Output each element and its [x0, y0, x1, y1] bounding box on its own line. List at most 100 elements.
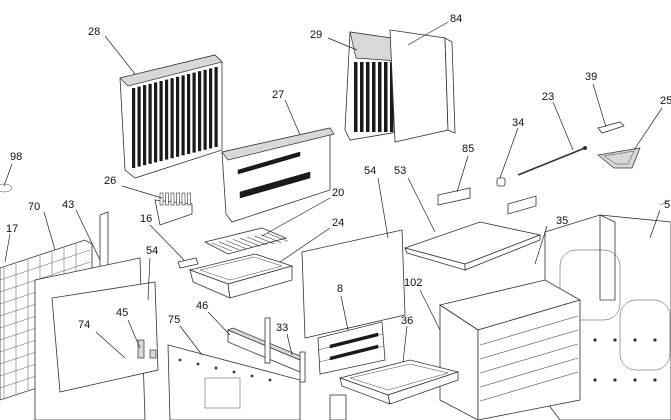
rivet — [196, 362, 200, 366]
callout-46: 46 — [196, 300, 208, 312]
leader-lines — [3, 21, 663, 363]
callout-24: 24 — [332, 217, 344, 229]
part-54-front-panel-left — [34, 257, 159, 420]
grille-slat — [159, 81, 163, 161]
callout-27: 27 — [272, 89, 284, 101]
grille-slat — [154, 82, 158, 163]
rivet — [653, 338, 657, 342]
grille-slat — [384, 62, 388, 132]
grate-bar — [218, 241, 240, 251]
rivet — [633, 378, 637, 382]
grille-slat — [170, 78, 174, 159]
part-45-hinge — [137, 339, 157, 359]
callout-102: 102 — [404, 277, 422, 289]
part-84-insulation-board — [389, 29, 456, 143]
mesh-line — [0, 261, 91, 293]
grille-slat — [214, 67, 218, 147]
callout-34: 34 — [512, 117, 524, 129]
grille-slat — [354, 62, 358, 132]
part-33-stand — [264, 317, 347, 420]
part-27-baffle — [221, 127, 335, 223]
part-24-tray — [188, 253, 294, 299]
grate-bar — [246, 236, 268, 246]
box-slat — [479, 315, 579, 346]
part-20-grate — [203, 227, 289, 255]
callout-45: 45 — [116, 307, 128, 319]
part-25-deflector — [597, 147, 641, 169]
grate-bar — [239, 237, 261, 247]
grille-slat — [176, 76, 180, 157]
callout-70: 70 — [28, 201, 40, 213]
part-16-clip — [177, 257, 199, 269]
callout-8: 8 — [337, 283, 343, 295]
callout-17: 17 — [6, 223, 18, 235]
callout-28: 28 — [88, 26, 100, 38]
grille-slat — [181, 75, 185, 156]
callout-labels: 28 29 84 39 23 25 34 27 98 26 85 54 53 2… — [6, 13, 671, 334]
comb-tooth — [176, 192, 180, 206]
rivet — [232, 370, 236, 374]
callout-26: 26 — [104, 175, 116, 187]
callout-54-left: 54 — [146, 245, 158, 257]
grate-bar — [211, 242, 233, 252]
part-36-tray — [338, 359, 460, 405]
rivet — [613, 378, 617, 382]
callout-75: 75 — [168, 314, 180, 326]
rivet — [178, 358, 182, 362]
part-102-body-box — [439, 279, 582, 420]
part-98-ring — [0, 183, 13, 193]
callout-43: 43 — [62, 199, 74, 211]
grille-slat — [390, 62, 394, 132]
part-85-plate — [437, 187, 471, 206]
part-54-glass-panel-center — [301, 229, 406, 339]
part-75-bottom-panel — [167, 344, 301, 420]
grille-slat — [203, 69, 207, 150]
small-plate-near-53 — [507, 195, 537, 215]
callout-33: 33 — [276, 322, 288, 334]
box-slat — [479, 357, 579, 388]
callout-85: 85 — [462, 143, 474, 155]
rivet — [613, 338, 617, 342]
part-39-bracket — [597, 121, 625, 134]
part-5-side-panel — [659, 199, 671, 206]
box-slat — [479, 343, 579, 374]
grate-bar — [232, 239, 254, 248]
callout-25: 25 — [660, 95, 671, 107]
rivet — [250, 374, 254, 378]
grille-slat — [366, 62, 370, 132]
part-34-knob — [496, 177, 506, 187]
grate-bar — [225, 240, 247, 249]
callout-20: 20 — [332, 187, 344, 199]
callout-16: 16 — [140, 213, 152, 225]
grille-slat — [137, 86, 141, 167]
comb-tooth — [165, 192, 169, 206]
callout-35: 35 — [556, 215, 568, 227]
box-slat — [479, 371, 579, 402]
grille-slat — [372, 62, 376, 132]
rivet — [653, 378, 657, 382]
callout-36: 36 — [401, 315, 413, 327]
grille-slat — [132, 88, 136, 168]
box-slat — [479, 329, 579, 360]
grate-bar — [267, 233, 289, 242]
grille-slat — [209, 68, 213, 149]
grille-slat — [378, 62, 382, 132]
rivet — [593, 338, 597, 342]
rivet — [593, 378, 597, 382]
part-26-comb — [154, 192, 193, 226]
part-53-plate — [403, 221, 542, 271]
callout-5: 5 — [664, 199, 670, 211]
grille-slat — [187, 74, 191, 154]
callout-53: 53 — [394, 165, 406, 177]
rivet — [214, 366, 218, 370]
grille-slat — [143, 85, 147, 166]
callout-84: 84 — [450, 13, 462, 25]
callout-74: 74 — [78, 319, 90, 331]
comb-tooth — [170, 192, 175, 206]
grate-bar — [260, 234, 282, 243]
part-23-rod — [517, 146, 587, 176]
callout-23: 23 — [542, 91, 554, 103]
comb-tooth — [187, 192, 191, 206]
mesh-line — [0, 249, 91, 281]
